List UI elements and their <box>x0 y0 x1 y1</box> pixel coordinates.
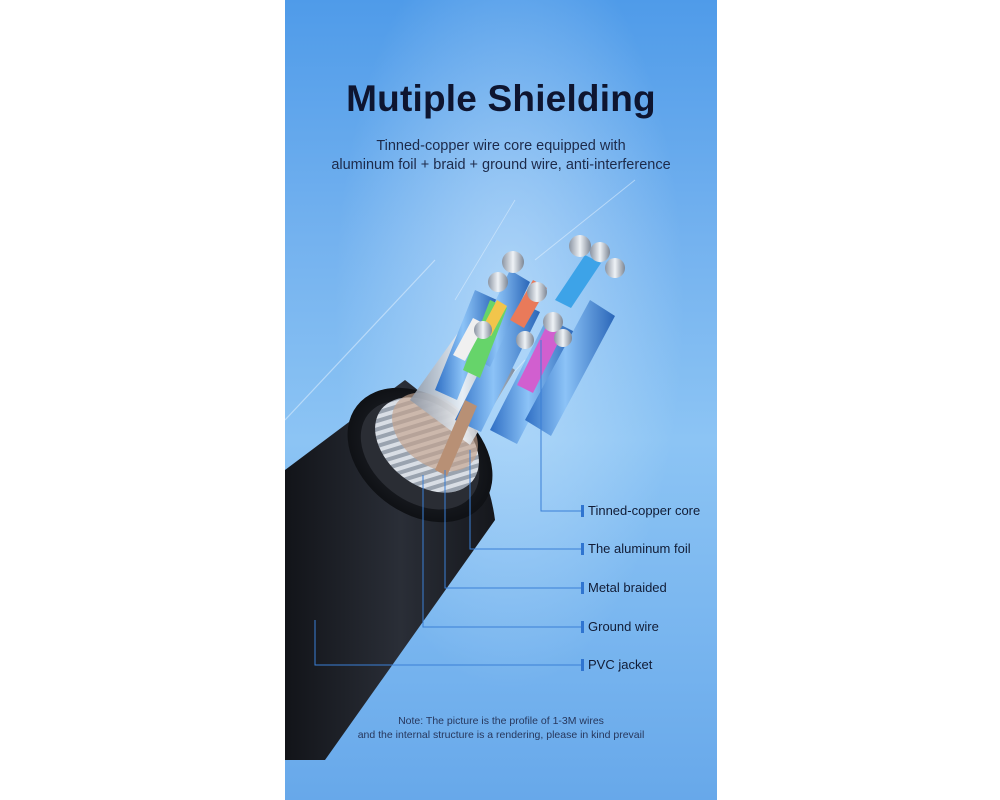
leader-metal-braided <box>444 470 581 589</box>
product-panel: Mutiple Shielding Tinned-copper wire cor… <box>285 0 717 800</box>
footnote-line-1: Note: The picture is the profile of 1-3M… <box>398 715 604 727</box>
page-subtitle: Tinned-copper wire core equipped with al… <box>285 137 717 175</box>
page-title: Mutiple Shielding <box>346 78 656 119</box>
footnote: Note: The picture is the profile of 1-3M… <box>285 714 717 742</box>
ground-wire <box>435 400 477 476</box>
wire-bundle <box>435 255 615 444</box>
callout-leaders <box>314 340 581 666</box>
callout-markers <box>581 505 584 671</box>
leader-aluminum-foil <box>469 450 581 550</box>
callout-ground-wire: Ground wire <box>588 619 659 634</box>
callout-tinned-copper-core: Tinned-copper core <box>588 503 701 518</box>
cable-cross-section-illustration <box>285 179 636 760</box>
leader-pvc-jacket <box>314 620 581 666</box>
leader-tinned-copper-core <box>540 340 581 512</box>
callout-aluminum-foil: The aluminum foil <box>588 541 691 556</box>
tinned-copper-strands <box>474 235 625 349</box>
subtitle-line-1: Tinned-copper wire core equipped with <box>376 138 626 154</box>
callout-metal-braided: Metal braided <box>588 580 667 595</box>
subtitle-line-2: aluminum foil + braid + ground wire, ant… <box>331 157 671 173</box>
footnote-line-2: and the internal structure is a renderin… <box>357 729 645 741</box>
callout-pvc-jacket: PVC jacket <box>588 657 653 672</box>
leader-ground-wire <box>422 475 581 628</box>
